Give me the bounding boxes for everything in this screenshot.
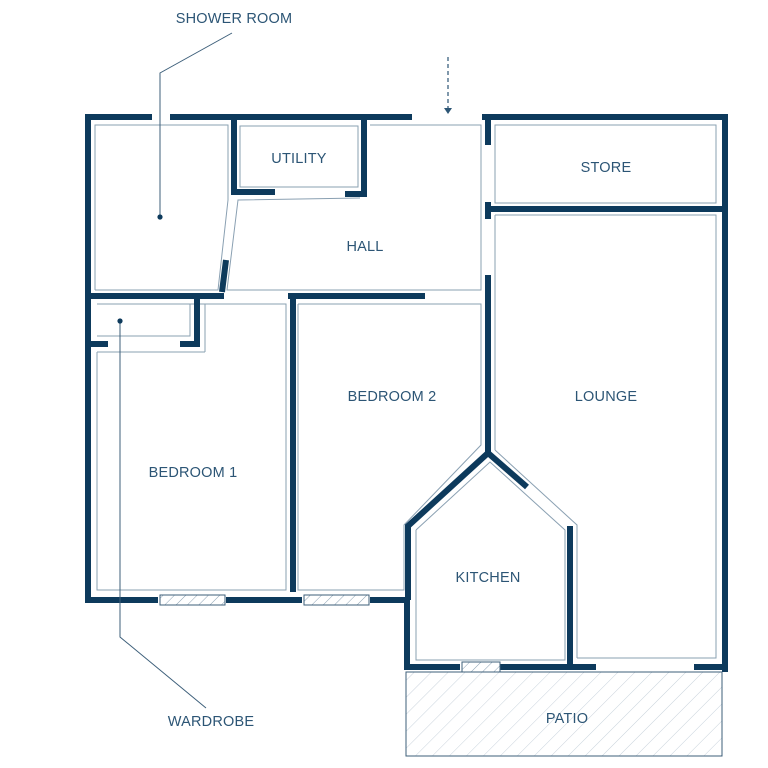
walls (85, 114, 728, 672)
room-label-bedroom-1: BEDROOM 1 (149, 465, 238, 481)
window-bedroom-2 (303, 594, 370, 606)
shower-room-marker (157, 214, 163, 220)
callout-leaders (117, 32, 233, 709)
labels: SHOWER ROOM UTILITY STORE HALL BEDROOM 2… (149, 11, 638, 730)
windows (159, 594, 501, 673)
room-label-utility: UTILITY (271, 151, 327, 167)
shower-room-leader (159, 32, 233, 217)
wardrobe-marker (117, 318, 123, 324)
window-bedroom-1 (159, 594, 226, 606)
room-label-patio: PATIO (546, 711, 588, 727)
callout-wardrobe: WARDROBE (168, 714, 255, 730)
room-label-bedroom-2: BEDROOM 2 (348, 389, 437, 405)
room-label-hall: HALL (346, 239, 383, 255)
wardrobe-leader (119, 321, 207, 709)
window-kitchen (461, 661, 501, 673)
callout-shower-room: SHOWER ROOM (176, 11, 293, 27)
room-label-kitchen: KITCHEN (455, 570, 520, 586)
entrance-arrow-icon (444, 57, 452, 114)
inner-outlines (94, 124, 717, 661)
room-label-lounge: LOUNGE (575, 389, 638, 405)
room-label-store: STORE (581, 160, 632, 176)
patio-area (405, 671, 723, 757)
